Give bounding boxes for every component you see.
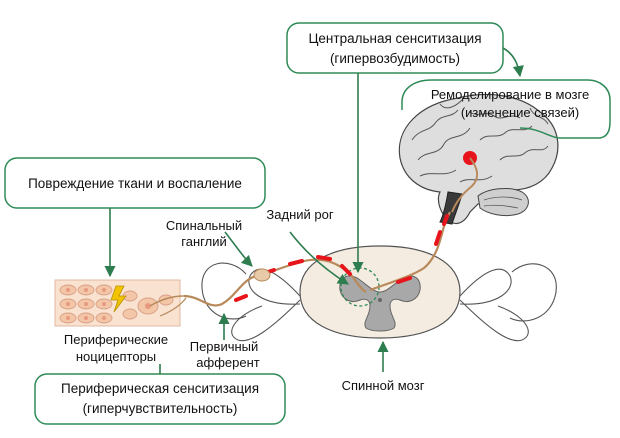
- afferent-line2: афферент: [196, 355, 259, 370]
- peripheral-sensitization-line1: Периферическая сенситизация: [61, 381, 259, 396]
- nociceptors-line1: Периферические: [64, 332, 168, 347]
- dorsal-horn-label: Задний рог: [266, 207, 333, 222]
- spinal-cord: [201, 245, 557, 342]
- central-sensitization-box: Центральная сенситизация (гипервозбудимо…: [286, 22, 504, 74]
- peripheral-tissue: [54, 279, 187, 327]
- brain: [398, 93, 559, 225]
- spinal-ganglion-line2: ганглий: [181, 234, 226, 249]
- central-sensitization-line2: (гипервозбудимость): [330, 51, 460, 66]
- arrow-to-dorsal-horn-label: [289, 231, 349, 285]
- peripheral-sensitization-box: Периферическая сенситизация (гиперчувств…: [34, 373, 286, 425]
- remodeling-line2: (изменение связей): [461, 105, 579, 120]
- arrows: [104, 47, 524, 374]
- nociceptors-line2: ноцицепторы: [76, 349, 156, 364]
- primary-afferent-path: [183, 211, 451, 307]
- peripheral-sensitization-line2: (гиперчувствительность): [83, 401, 238, 416]
- arrow-to-ganglion: [224, 231, 253, 267]
- cerebellum: [477, 188, 529, 217]
- remodeling-line1: Ремоделирование в мозге: [431, 87, 589, 102]
- afferent-fiber: [183, 258, 367, 307]
- brain-cortex: [398, 93, 559, 225]
- spinal-ganglion-line1: Спинальный: [166, 218, 242, 233]
- grey-matter: [339, 275, 421, 332]
- lightning-icon: [110, 285, 127, 313]
- injury-box: Повреждение ткани и воспаление: [4, 157, 266, 209]
- arrow-to-remodeling: [502, 47, 524, 78]
- remodeling-bracket: [432, 79, 611, 139]
- central-sensitization-line1: Центральная сенситизация: [308, 31, 481, 46]
- spinal-ganglion: [253, 268, 271, 282]
- brain-gyri: [411, 99, 549, 183]
- injury-label: Повреждение ткани и воспаление: [28, 176, 242, 191]
- afferent-line1: Первичный: [190, 339, 259, 354]
- spinal-cord-label: Спинной мозг: [342, 378, 425, 393]
